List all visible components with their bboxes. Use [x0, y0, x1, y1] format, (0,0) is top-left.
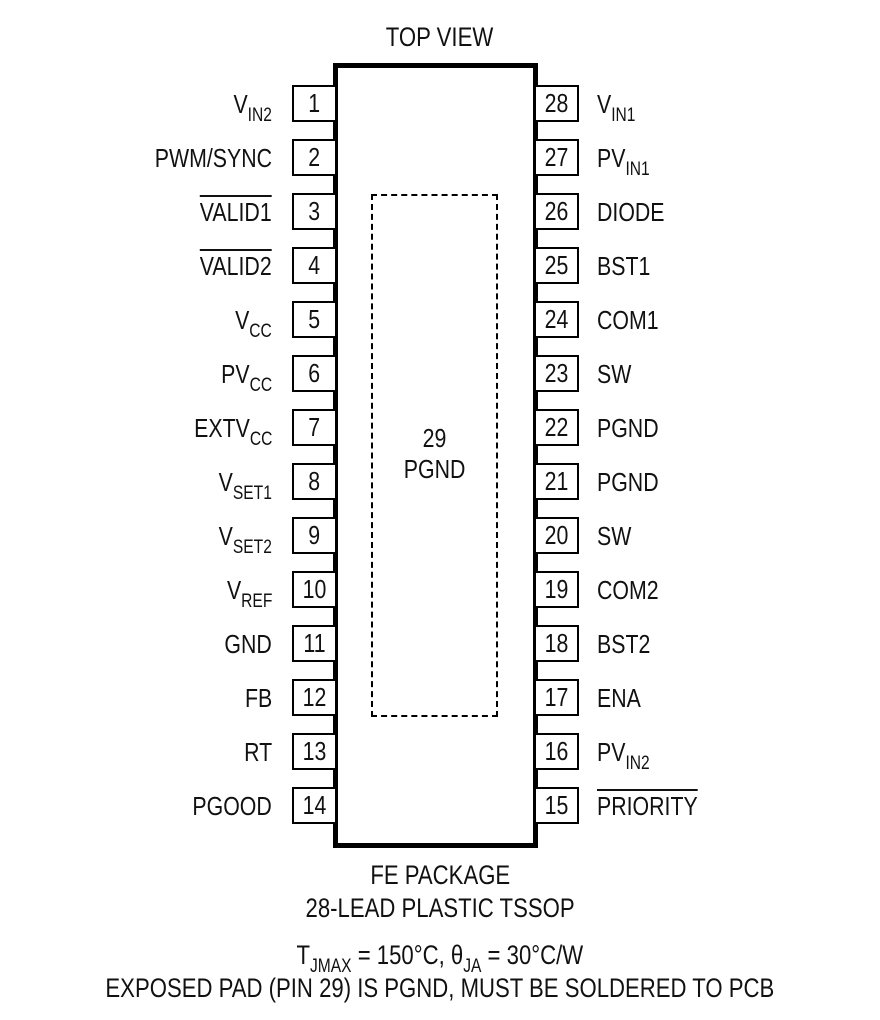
pin-1-label: VIN2	[233, 89, 272, 126]
pin-22-label: PGND	[597, 413, 659, 443]
pin-3-label: VALID1	[200, 197, 272, 227]
pin-2-box: 2	[292, 139, 335, 176]
pin-15-box: 15	[536, 787, 579, 824]
pin-21-label: PGND	[597, 467, 659, 497]
pin-10-label: VREF	[226, 575, 272, 612]
pin-17-label: ENA	[597, 683, 641, 713]
diagram-title: TOP VIEW	[386, 22, 494, 52]
pin-26-label: DIODE	[597, 197, 665, 227]
pin-16-box: 16	[536, 733, 579, 770]
pin-11-label: GND	[224, 629, 272, 659]
pin-4-label: VALID2	[200, 251, 272, 281]
exposed-pad-outline	[371, 194, 498, 717]
pin-6-box: 6	[292, 355, 335, 392]
pin-17-box: 17	[536, 679, 579, 716]
pin-26-box: 26	[536, 193, 579, 230]
pin-7-label: EXTVCC	[193, 413, 272, 450]
pin-15-label: PRIORITY	[597, 791, 698, 821]
pin-19-label: COM2	[597, 575, 659, 605]
pin-24-label: COM1	[597, 305, 659, 335]
pin-12-box: 12	[292, 679, 335, 716]
pin-27-box: 27	[536, 139, 579, 176]
pin-23-box: 23	[536, 355, 579, 392]
pin-13-box: 13	[292, 733, 335, 770]
pin-2-label: PWM/SYNC	[154, 143, 272, 173]
pin-6-label: PVCC	[221, 359, 272, 396]
pin-7-box: 7	[292, 409, 335, 446]
pin-23-label: SW	[597, 359, 632, 389]
pin-5-label: VCC	[235, 305, 272, 342]
pin-18-label: BST2	[597, 629, 651, 659]
pin-18-box: 18	[536, 625, 579, 662]
pin-12-label: FB	[244, 683, 272, 713]
pin-1-box: 1	[292, 85, 335, 122]
pin-25-label: BST1	[597, 251, 651, 281]
pin-25-box: 25	[536, 247, 579, 284]
pin-4-box: 4	[292, 247, 335, 284]
thermal-spec: TJMAX = 150°C, θJA = 30°C/W	[296, 940, 584, 977]
pin-21-box: 21	[536, 463, 579, 500]
pin-14-box: 14	[292, 787, 335, 824]
pin-8-box: 8	[292, 463, 335, 500]
pin-13-label: RT	[243, 737, 272, 767]
pin-24-box: 24	[536, 301, 579, 338]
ic-package-body	[333, 63, 538, 848]
package-name: FE PACKAGE	[370, 860, 510, 890]
package-description: 28-LEAD PLASTIC TSSOP	[305, 893, 575, 923]
pin-22-box: 22	[536, 409, 579, 446]
pin-28-box: 28	[536, 85, 579, 122]
pin-16-label: PVIN2	[597, 737, 650, 774]
pin-3-box: 3	[292, 193, 335, 230]
pin-11-box: 11	[292, 625, 335, 662]
pin-10-box: 10	[292, 571, 335, 608]
pin-20-box: 20	[536, 517, 579, 554]
pin-9-label: VSET2	[218, 521, 272, 558]
pin-20-label: SW	[597, 521, 632, 551]
pin-8-label: VSET1	[218, 467, 272, 504]
pin-14-label: PGOOD	[192, 791, 272, 821]
pin-28-label: VIN1	[597, 89, 636, 126]
pin-19-box: 19	[536, 571, 579, 608]
pin-5-box: 5	[292, 301, 335, 338]
pin-9-box: 9	[292, 517, 335, 554]
exposed-pad-label: 29 PGND	[403, 423, 466, 484]
pin-27-label: PVIN1	[597, 143, 650, 180]
exposed-pad-note: EXPOSED PAD (PIN 29) IS PGND, MUST BE SO…	[105, 973, 775, 1003]
